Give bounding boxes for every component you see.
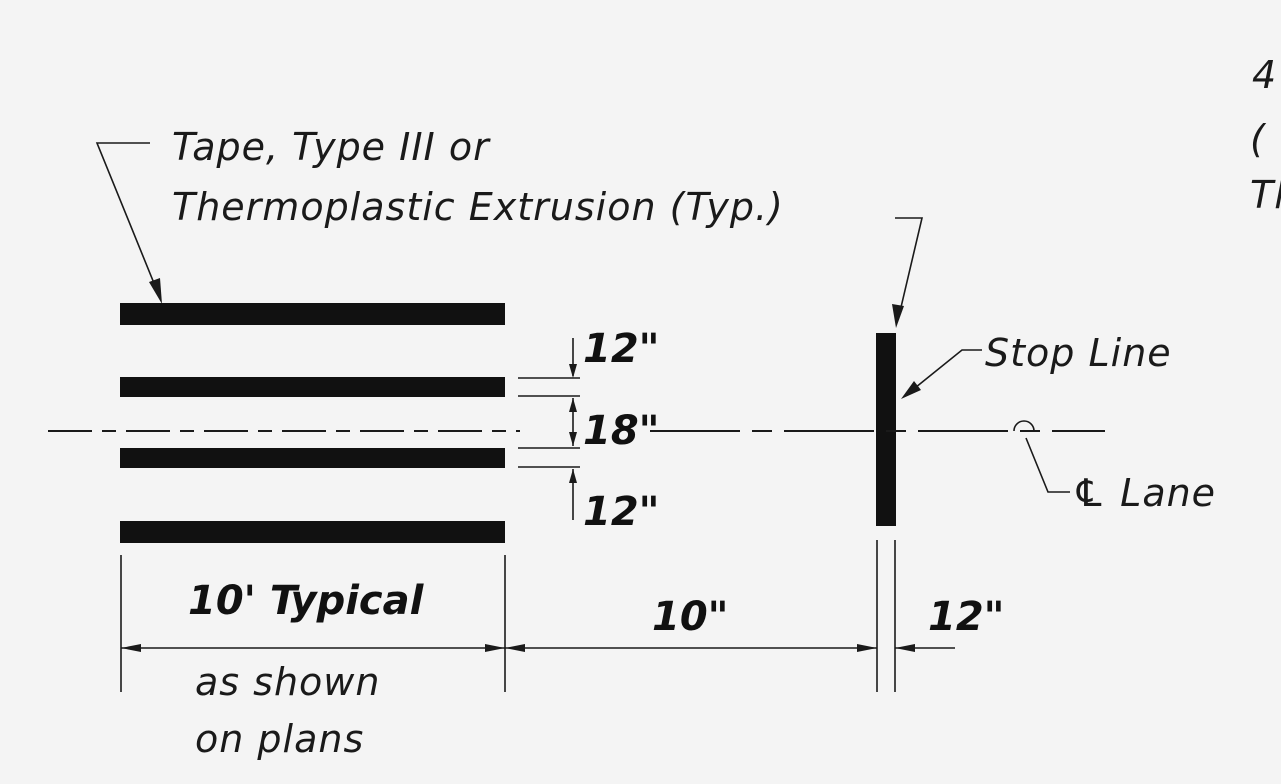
dim-setback-arrow-right bbox=[857, 644, 877, 652]
dim-arrow-top-head bbox=[569, 364, 577, 378]
dim-bottom-gap: 12" bbox=[583, 489, 660, 535]
lane-bar-4 bbox=[120, 521, 505, 543]
tape-note-line1: Tape, Type III or bbox=[172, 125, 491, 169]
centerline-leader bbox=[1025, 437, 1070, 493]
dim-center-gap: 18" bbox=[583, 408, 660, 454]
centerline-symbol-arc bbox=[1013, 420, 1035, 432]
lane-bar-2 bbox=[120, 377, 505, 397]
lane-bar-1 bbox=[120, 303, 505, 325]
tape-note-line2: Thermoplastic Extrusion (Typ.) bbox=[172, 185, 784, 229]
centerline-lane-label: ℄ Lane bbox=[1072, 471, 1216, 515]
stop-line-bar bbox=[876, 333, 896, 526]
dim-label-mask bbox=[580, 410, 648, 450]
length-note-line2: on plans bbox=[195, 717, 364, 761]
dim-setback-arrow-left bbox=[505, 644, 525, 652]
partial-note-line3: Th bbox=[1250, 173, 1281, 217]
stop-width-label: 12" bbox=[928, 594, 1005, 640]
tape-leader-arrowhead bbox=[149, 278, 162, 304]
length-note-line1: as shown bbox=[195, 660, 380, 704]
lane-bar-3 bbox=[120, 448, 505, 468]
dim-typical-arrow-left bbox=[121, 644, 141, 652]
setback-label: 10" bbox=[652, 594, 729, 640]
length-typical-label: 10' Typical bbox=[188, 578, 425, 624]
dim-arrow-center-head-top bbox=[569, 398, 577, 412]
stop-leader-arrowhead bbox=[892, 304, 904, 328]
tape-leader-line bbox=[95, 142, 161, 299]
dim-arrow-center-head-bottom bbox=[569, 432, 577, 446]
dim-typical-arrow-right bbox=[485, 644, 505, 652]
dim-arrow-bottom-head bbox=[569, 469, 577, 483]
stop-leader-line bbox=[895, 217, 924, 321]
stop-line-leader-arrowhead bbox=[901, 381, 921, 399]
dim-stop-width-arrow bbox=[895, 644, 915, 652]
stop-line-label: Stop Line bbox=[985, 331, 1172, 375]
partial-note-line2: ( bbox=[1250, 117, 1267, 161]
stop-line-leader bbox=[904, 349, 982, 397]
dim-top-gap: 12" bbox=[583, 326, 660, 372]
partial-note-line1: 4 bbox=[1252, 53, 1277, 97]
